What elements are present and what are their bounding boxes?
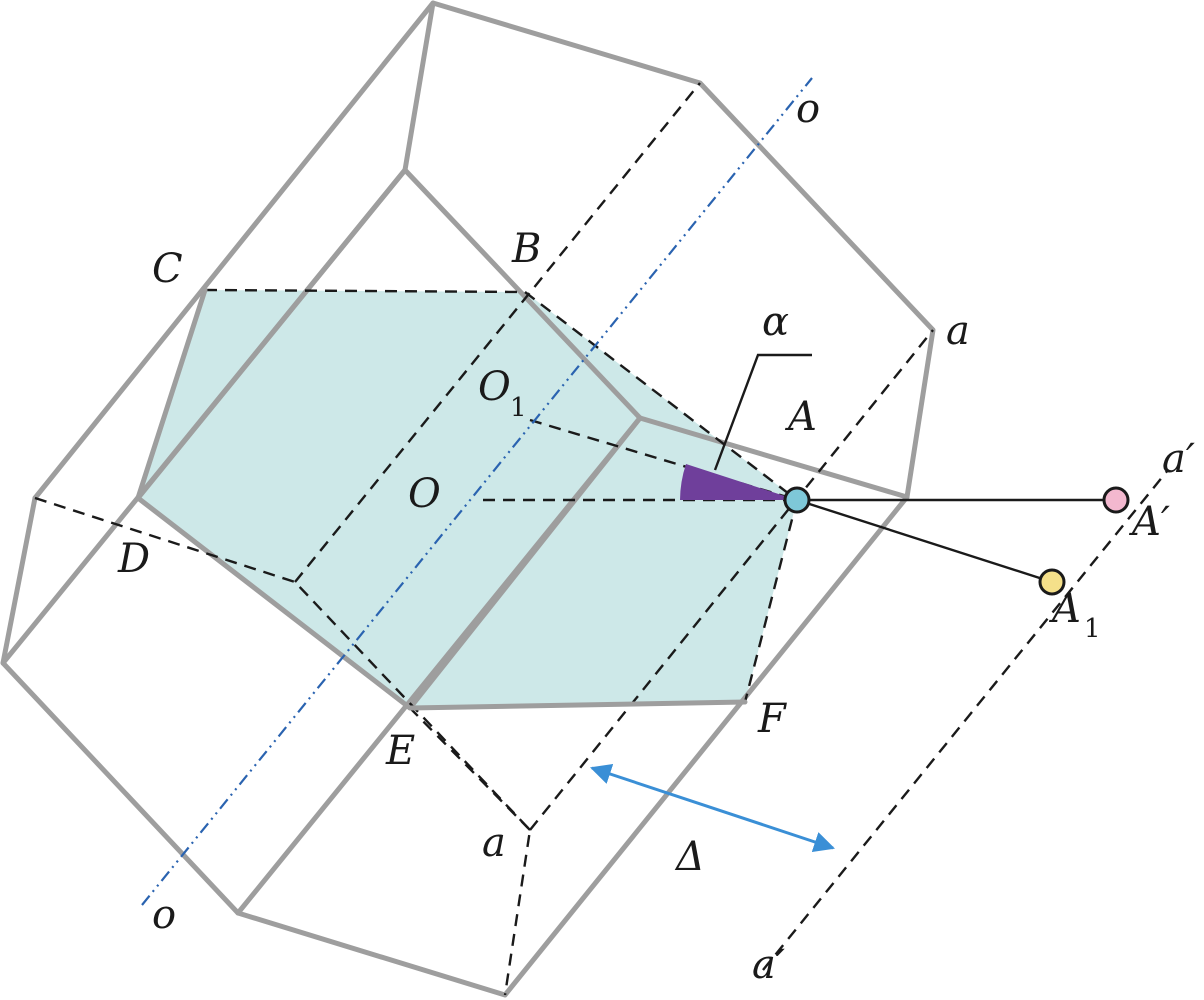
angle-alpha-wedge (680, 464, 797, 500)
label-A: A (784, 394, 817, 440)
label-C: C (152, 246, 183, 292)
section-plane (138, 290, 797, 708)
label-A-prime: A′ (1128, 499, 1170, 545)
point-A (783, 486, 811, 514)
label-delta: Δ (674, 834, 705, 880)
axis-o-o (141, 77, 813, 906)
label-D: D (117, 536, 150, 582)
label-alpha: α (762, 299, 789, 345)
label-a-prime-top: a′ (1162, 436, 1195, 482)
label-O1-subscript: 1 (510, 393, 527, 423)
point-A-prime (1102, 486, 1130, 514)
label-A1: A (1048, 586, 1081, 632)
label-a-bottom: a (482, 820, 506, 866)
label-a-prime-bottom: a′ (752, 942, 785, 988)
delta-arrow (590, 763, 835, 853)
label-A1-subscript: 1 (1084, 614, 1101, 644)
labels: C B D E F A O O 1 α a a a′ a′ A′ A 1 o o… (117, 86, 1195, 988)
plane-visible-edges (135, 287, 748, 711)
label-O1: O (478, 364, 511, 410)
label-F: F (757, 696, 787, 742)
line-A-to-A1 (796, 498, 1053, 584)
label-O: O (408, 471, 441, 517)
label-o-bottom: o (152, 892, 176, 938)
point-A1 (1038, 568, 1066, 596)
hidden-edges (34, 82, 1169, 996)
label-E: E (385, 728, 415, 774)
label-a-top: a (946, 308, 970, 354)
label-B: B (511, 226, 541, 272)
alpha-leader (713, 353, 812, 471)
label-o-top: o (796, 86, 820, 132)
